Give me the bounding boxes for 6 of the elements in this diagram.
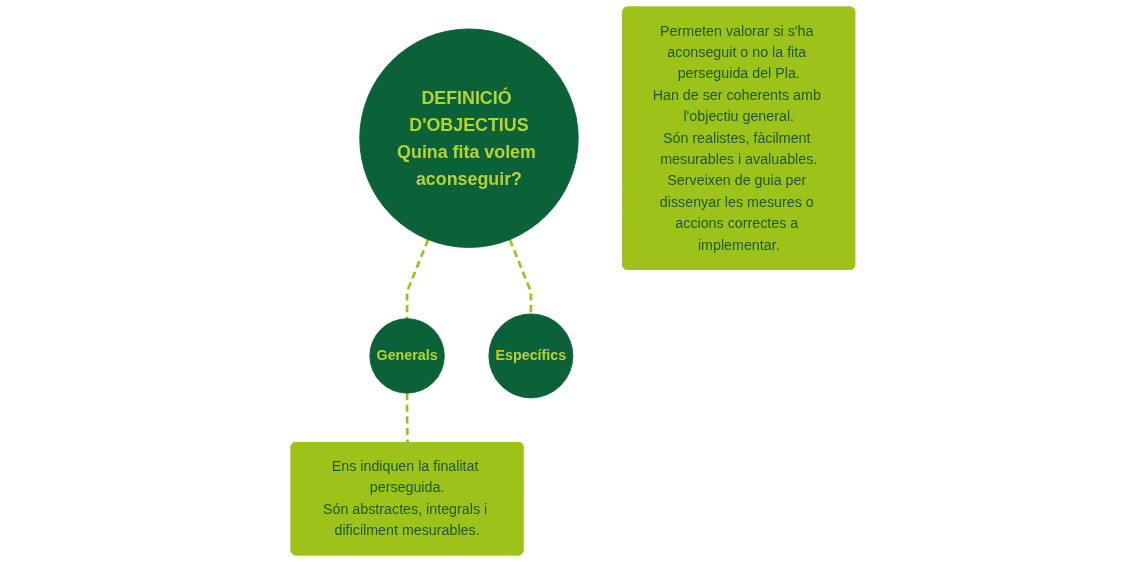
- connector: [405, 393, 409, 443]
- connector: [508, 239, 532, 314]
- node-circle: Específics: [488, 313, 573, 399]
- node-circle: DEFINICIÓ D'OBJECTIUS Quina fita volem aconseguir?: [358, 28, 579, 248]
- node-circle: Generals: [369, 318, 445, 394]
- connector: [405, 239, 429, 319]
